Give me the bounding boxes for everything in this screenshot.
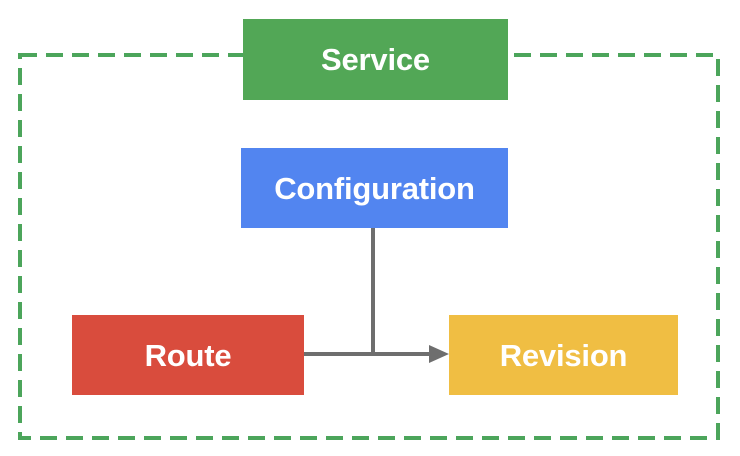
node-configuration[interactable]: Configuration bbox=[241, 148, 508, 228]
node-service-label: Service bbox=[321, 42, 430, 77]
node-route[interactable]: Route bbox=[72, 315, 304, 395]
node-revision-label: Revision bbox=[499, 337, 628, 373]
node-route-label: Route bbox=[144, 337, 232, 373]
node-service[interactable]: Service bbox=[243, 19, 508, 100]
node-configuration-label: Configuration bbox=[274, 170, 475, 206]
arrowhead-icon bbox=[429, 345, 449, 363]
node-revision[interactable]: Revision bbox=[449, 315, 678, 395]
